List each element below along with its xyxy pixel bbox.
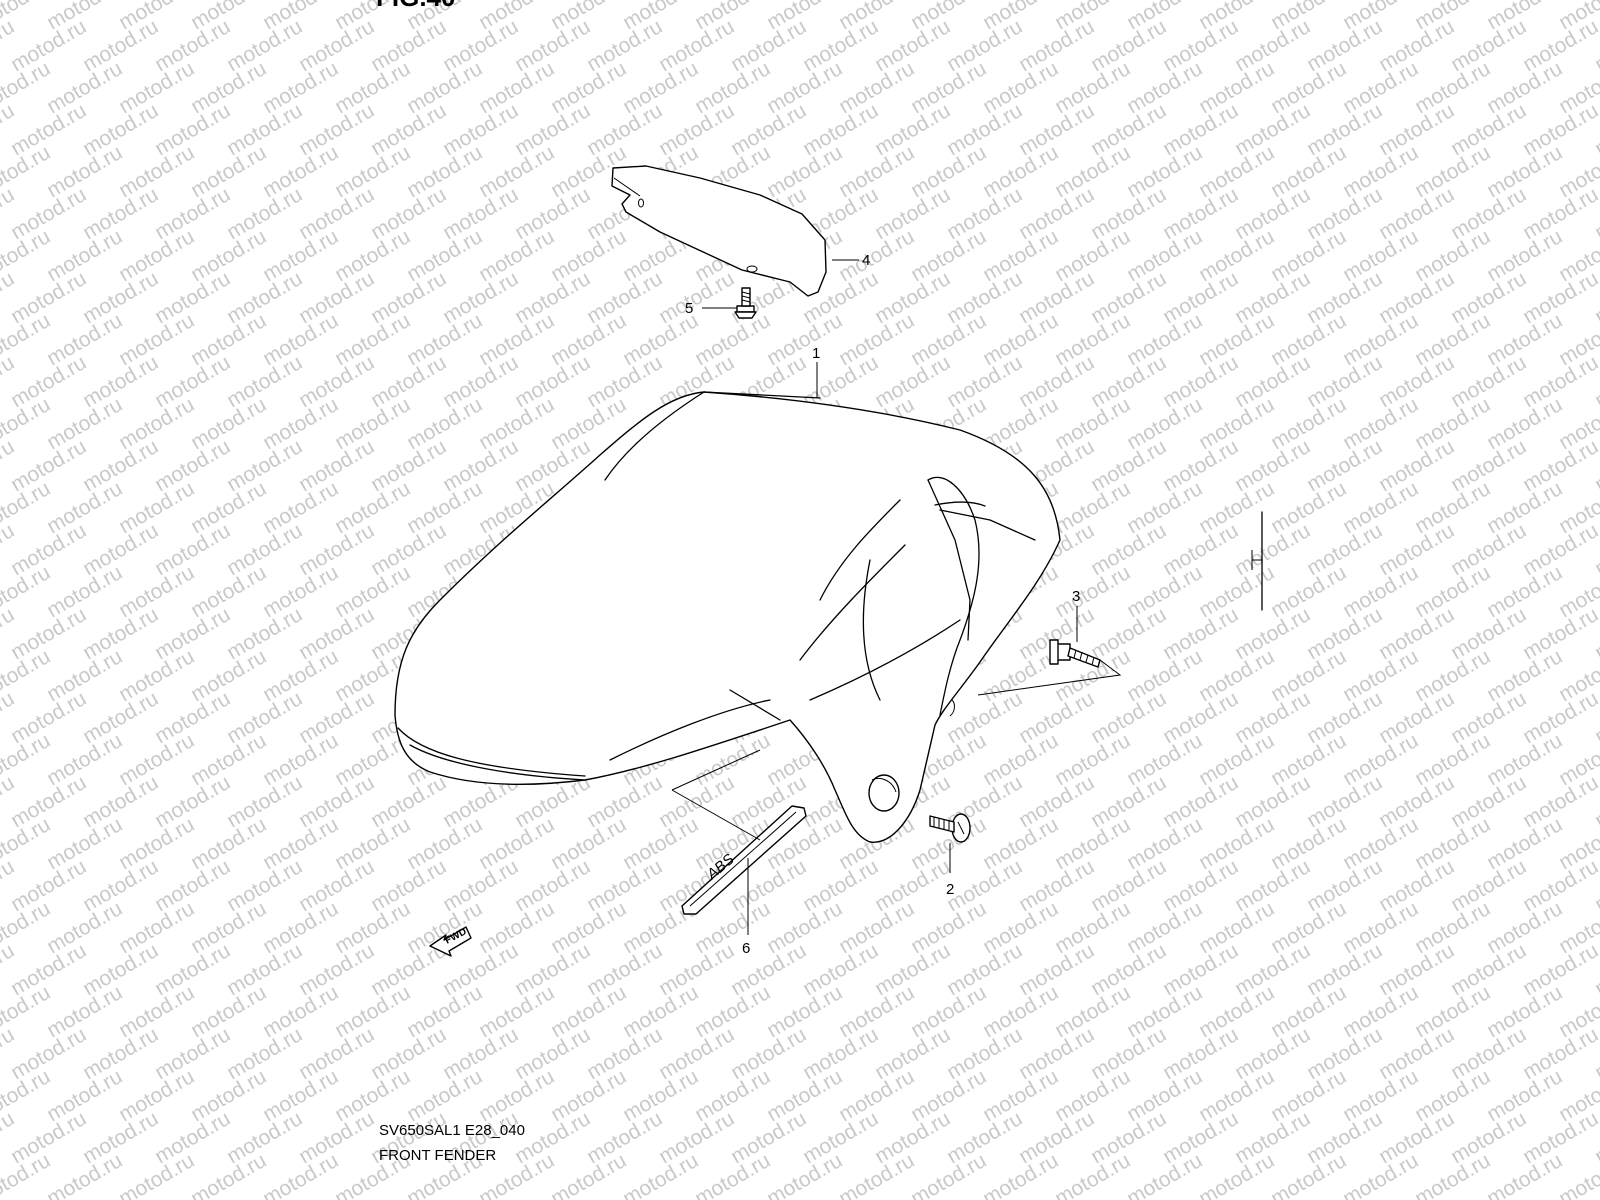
callout-3[interactable]: 3	[1072, 588, 1080, 605]
fender-screw-side[interactable]	[1049, 639, 1101, 668]
callout-2[interactable]: 2	[946, 881, 954, 898]
leader-lines	[671, 259, 1122, 935]
fender-brace-plate[interactable]	[611, 165, 827, 297]
callout-6[interactable]: 6	[742, 940, 750, 957]
callout-4[interactable]: 4	[862, 252, 870, 269]
callouts: 1 2 3 4 5 6	[685, 252, 1080, 957]
figure-title: FIG.40	[376, 0, 455, 12]
callout-5[interactable]: 5	[685, 300, 693, 317]
watermark-text: motod.ru	[1555, 1149, 1600, 1200]
reference-line	[1251, 511, 1263, 611]
caption-name: FRONT FENDER	[379, 1147, 497, 1164]
fender-screw-lower[interactable]	[929, 813, 971, 843]
callout-1[interactable]: 1	[812, 345, 820, 362]
front-fender[interactable]	[394, 391, 1061, 843]
caption-code: SV650SAL1 E28_040	[379, 1122, 525, 1139]
brace-screw[interactable]	[734, 287, 757, 319]
